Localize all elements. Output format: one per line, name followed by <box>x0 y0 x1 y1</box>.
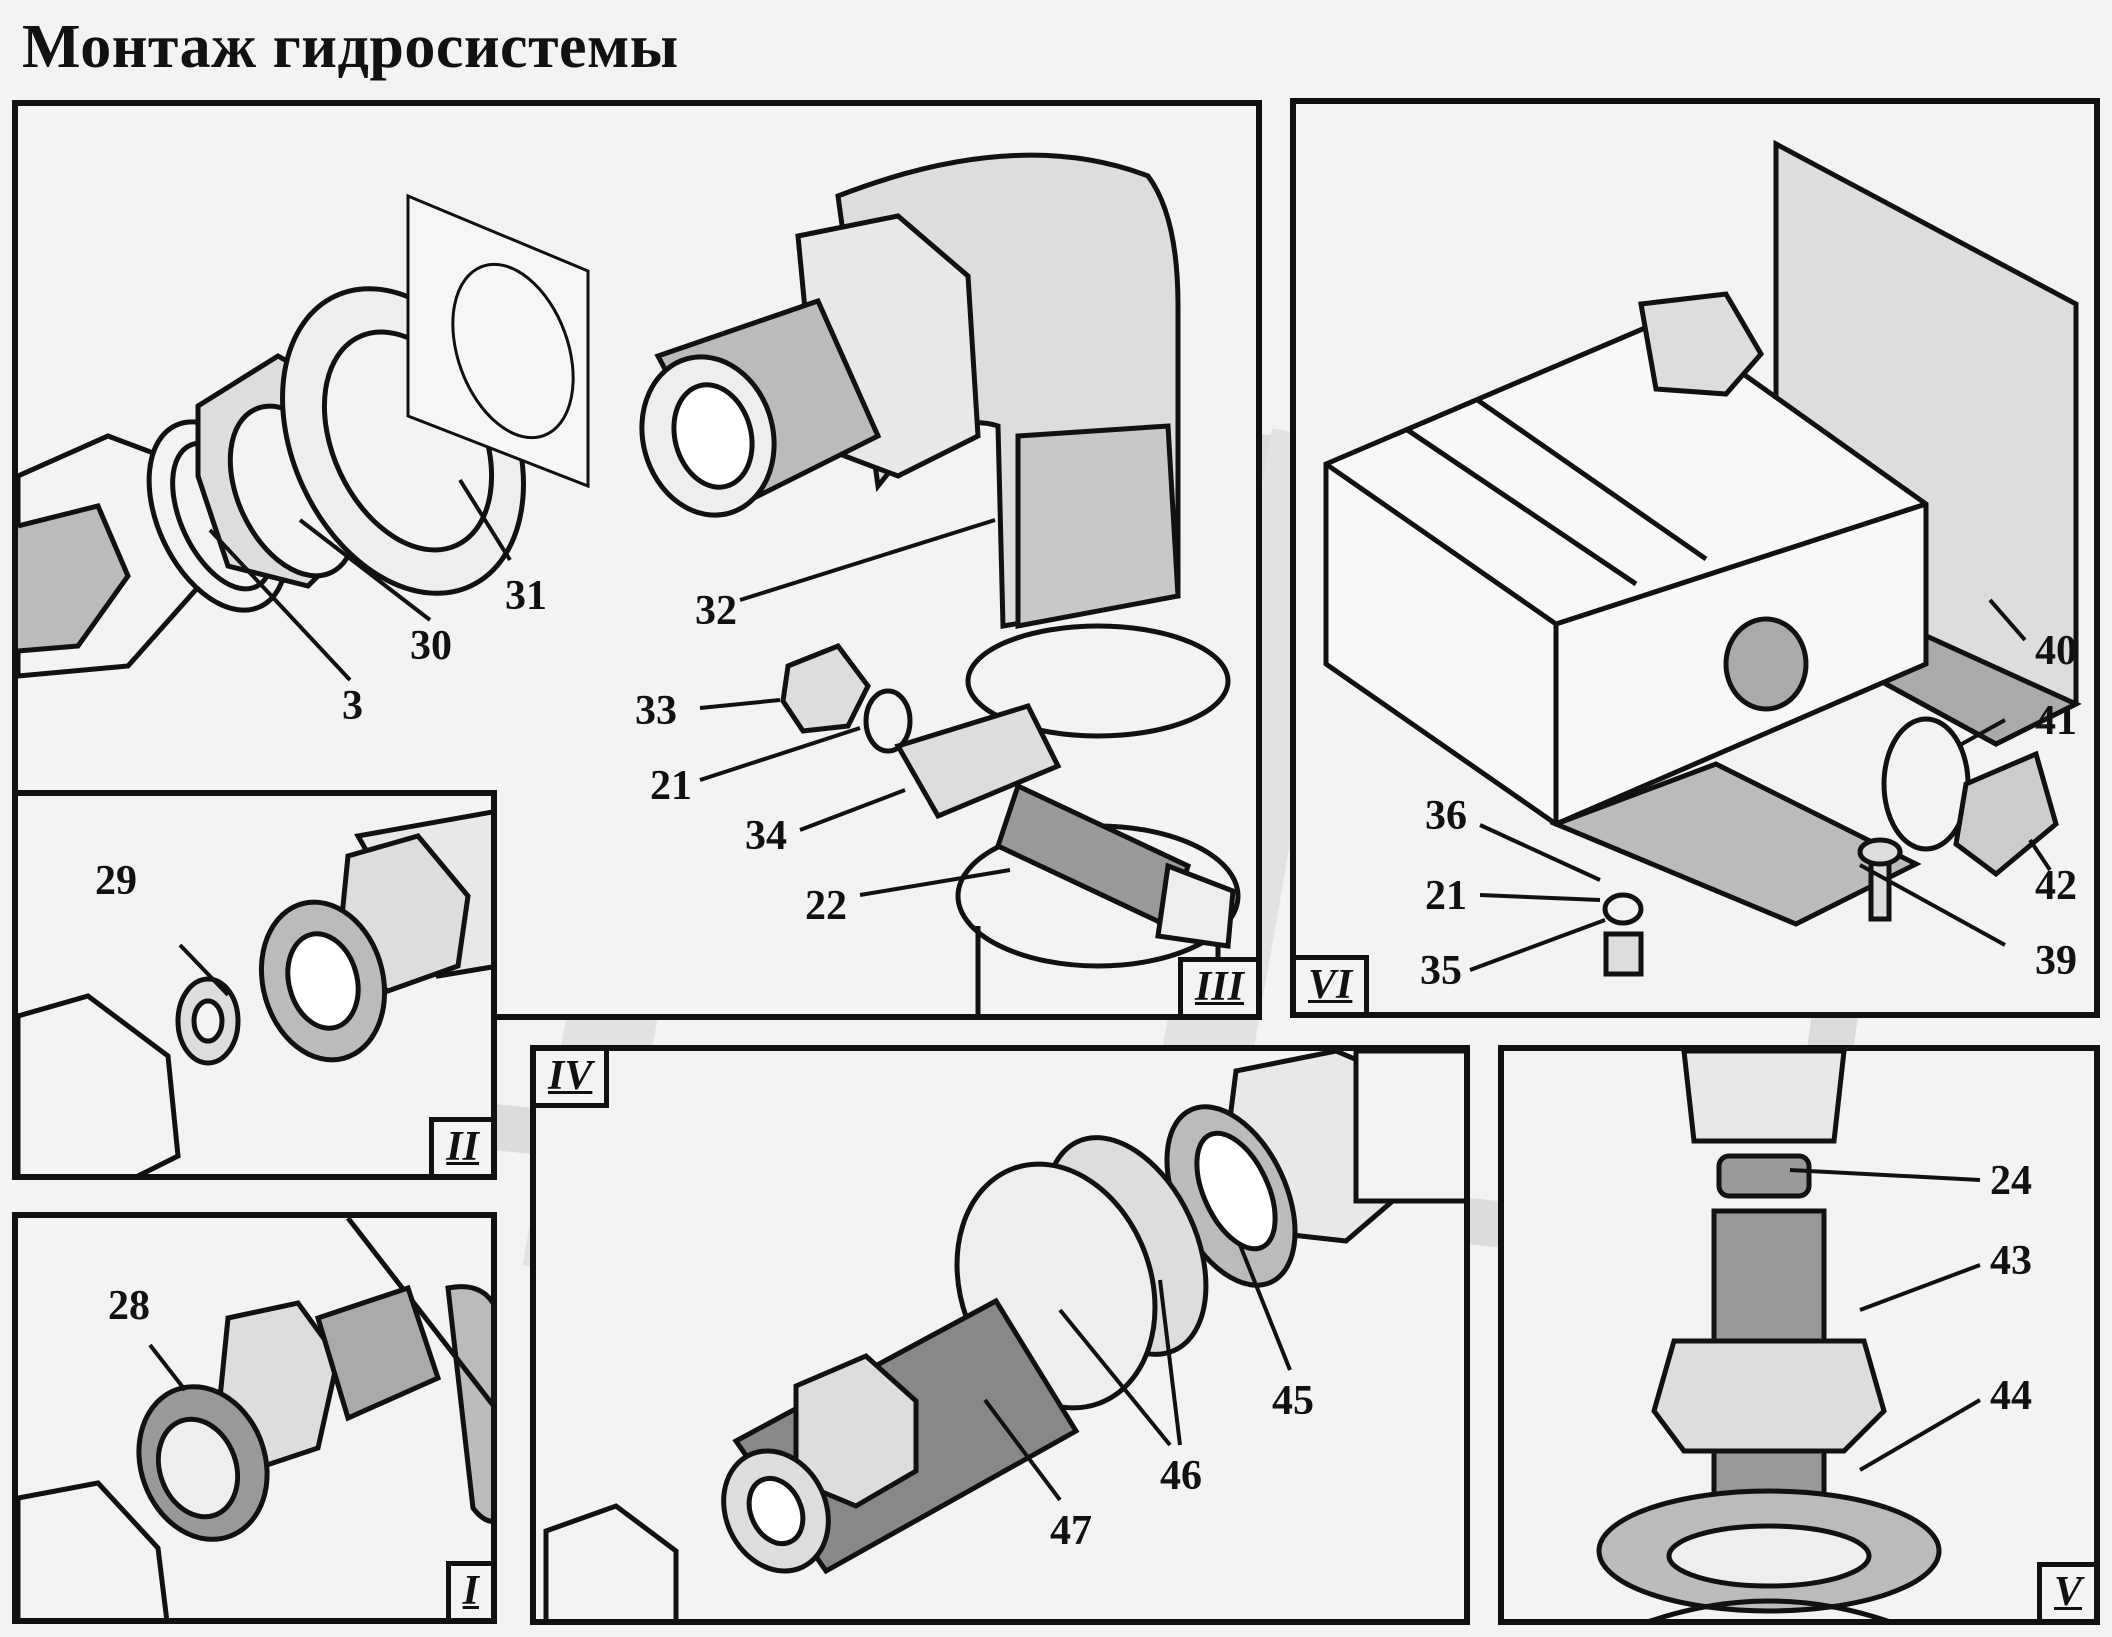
callout-42: 42 <box>2035 863 2077 909</box>
callout-44: 44 <box>1990 1373 2032 1419</box>
panel-label-iii: III <box>1177 957 1256 1014</box>
callout-30: 30 <box>410 623 452 669</box>
panel-iv: IV <box>530 1045 1470 1625</box>
panel-label-vi: VI <box>1296 955 1370 1012</box>
callout-41: 41 <box>2035 698 2077 744</box>
panel-label-v: V <box>2036 1562 2094 1619</box>
panel-v: V <box>1498 1045 2100 1625</box>
panel-label-i: I <box>445 1561 491 1618</box>
panel-ii-drawing <box>18 809 491 1174</box>
panel-vi-drawing <box>1323 139 2082 977</box>
callout-43: 43 <box>1990 1238 2032 1284</box>
panel-v-drawing <box>1596 1051 1942 1619</box>
panel-vi: VI <box>1290 98 2100 1018</box>
callout-24: 24 <box>1990 1158 2032 1204</box>
callout-32: 32 <box>695 588 737 634</box>
panel-iv-drawing <box>543 1051 1464 1619</box>
callout-46: 46 <box>1160 1453 1202 1499</box>
callout-47: 47 <box>1050 1508 1092 1554</box>
page-title: Монтаж гидросистемы <box>22 13 679 81</box>
callout-36: 36 <box>1425 793 1467 839</box>
panel-label-ii: II <box>429 1117 491 1174</box>
callout-21a: 21 <box>650 763 692 809</box>
callout-3: 3 <box>342 683 363 729</box>
panel-ii: II <box>12 790 497 1180</box>
panel-i-drawing <box>18 1218 491 1618</box>
callout-21b: 21 <box>1425 873 1467 919</box>
callout-22: 22 <box>805 883 847 929</box>
callout-34: 34 <box>745 813 787 859</box>
panel-label-iv: IV <box>536 1051 610 1108</box>
panel-i: I <box>12 1212 497 1624</box>
callout-45: 45 <box>1272 1378 1314 1424</box>
callout-31: 31 <box>505 573 547 619</box>
callout-29: 29 <box>95 858 137 904</box>
callout-40: 40 <box>2035 628 2077 674</box>
callout-39: 39 <box>2035 938 2077 984</box>
callout-28: 28 <box>108 1283 150 1329</box>
panel-iii: III <box>12 100 1262 1020</box>
callout-33: 33 <box>635 688 677 734</box>
callout-35: 35 <box>1420 948 1462 994</box>
